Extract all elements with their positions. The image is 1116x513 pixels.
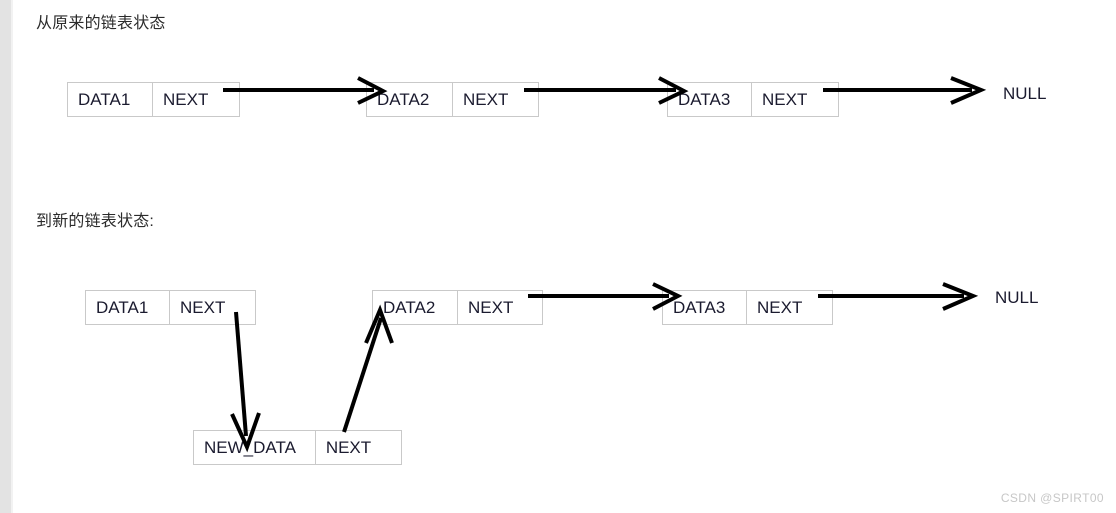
row2-node-1: DATA1 NEXT <box>85 290 256 325</box>
row2-inserted-node-data: NEW_DATA <box>194 431 315 464</box>
row2-node-3-next: NEXT <box>746 291 832 324</box>
row1-node-1: DATA1 NEXT <box>67 82 240 117</box>
csdn-watermark: CSDN @SPIRT00 <box>1000 491 1104 505</box>
left-gutter-strip <box>0 0 11 513</box>
row2-node-1-data: DATA1 <box>86 291 170 324</box>
row2-arrow-2-to-3 <box>528 282 683 311</box>
row1-node-3: DATA3 NEXT <box>667 82 839 117</box>
row2-inserted-node: NEW_DATA NEXT <box>193 430 402 465</box>
row1-null-terminator: NULL <box>1003 84 1047 103</box>
row1-node-3-next: NEXT <box>751 83 838 116</box>
left-gutter-edge <box>11 0 13 513</box>
row1-node-1-next: NEXT <box>152 83 239 116</box>
section-title-new: 到新的链表状态: <box>36 213 155 230</box>
row2-node-3-data: DATA3 <box>663 291 747 324</box>
row1-node-1-data: DATA1 <box>68 83 153 116</box>
row2-arrow-3-to-null <box>818 282 979 311</box>
row1-arrow-2-to-3 <box>524 76 689 105</box>
row2-node-1-next: NEXT <box>169 291 255 324</box>
row2-node-3: DATA3 NEXT <box>662 290 833 325</box>
row2-inserted-node-next: NEXT <box>314 431 401 464</box>
row1-node-2-data: DATA2 <box>367 83 452 116</box>
row2-arrow-node1-to-new <box>230 311 261 453</box>
row1-arrow-3-to-null <box>823 76 987 105</box>
row2-node-2: DATA2 NEXT <box>372 290 543 325</box>
section-title-original: 从原来的链表状态 <box>36 15 166 32</box>
row1-node-3-data: DATA3 <box>668 83 752 116</box>
row2-node-2-next: NEXT <box>457 291 542 324</box>
row1-arrow-1-to-2 <box>223 76 388 105</box>
row2-arrow-new-to-node2 <box>342 304 394 433</box>
row2-null-terminator: NULL <box>995 288 1039 307</box>
row1-node-2: DATA2 NEXT <box>366 82 539 117</box>
row2-node-2-data: DATA2 <box>373 291 457 324</box>
row1-node-2-next: NEXT <box>452 83 538 116</box>
